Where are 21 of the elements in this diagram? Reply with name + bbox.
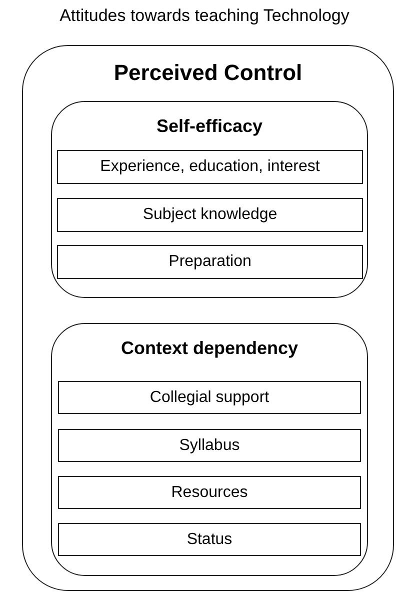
item-label: Preparation: [168, 253, 252, 271]
outer-group: [22, 45, 394, 591]
item-label: Resources: [171, 484, 248, 502]
group: [51, 323, 368, 576]
item-label: Subject knowledge: [142, 206, 278, 224]
group-heading: Self-efficacy: [156, 116, 263, 137]
item-box: [58, 381, 361, 414]
item-box: [58, 429, 361, 462]
item-label: Status: [186, 530, 232, 548]
item-label: Collegial support: [150, 388, 270, 406]
item-box: [57, 150, 363, 184]
group-heading: Perceived Control: [114, 60, 302, 86]
item-box: [58, 523, 361, 556]
item-label: Experience, education, interest: [100, 158, 320, 176]
item-box: [57, 198, 363, 232]
item-label: Syllabus: [179, 436, 240, 454]
item-box: [57, 245, 363, 279]
group-heading: Context dependency: [120, 338, 298, 359]
item-box: [58, 476, 361, 509]
group: [51, 101, 368, 298]
diagram-title: Attitudes towards teaching Technology: [60, 6, 350, 26]
